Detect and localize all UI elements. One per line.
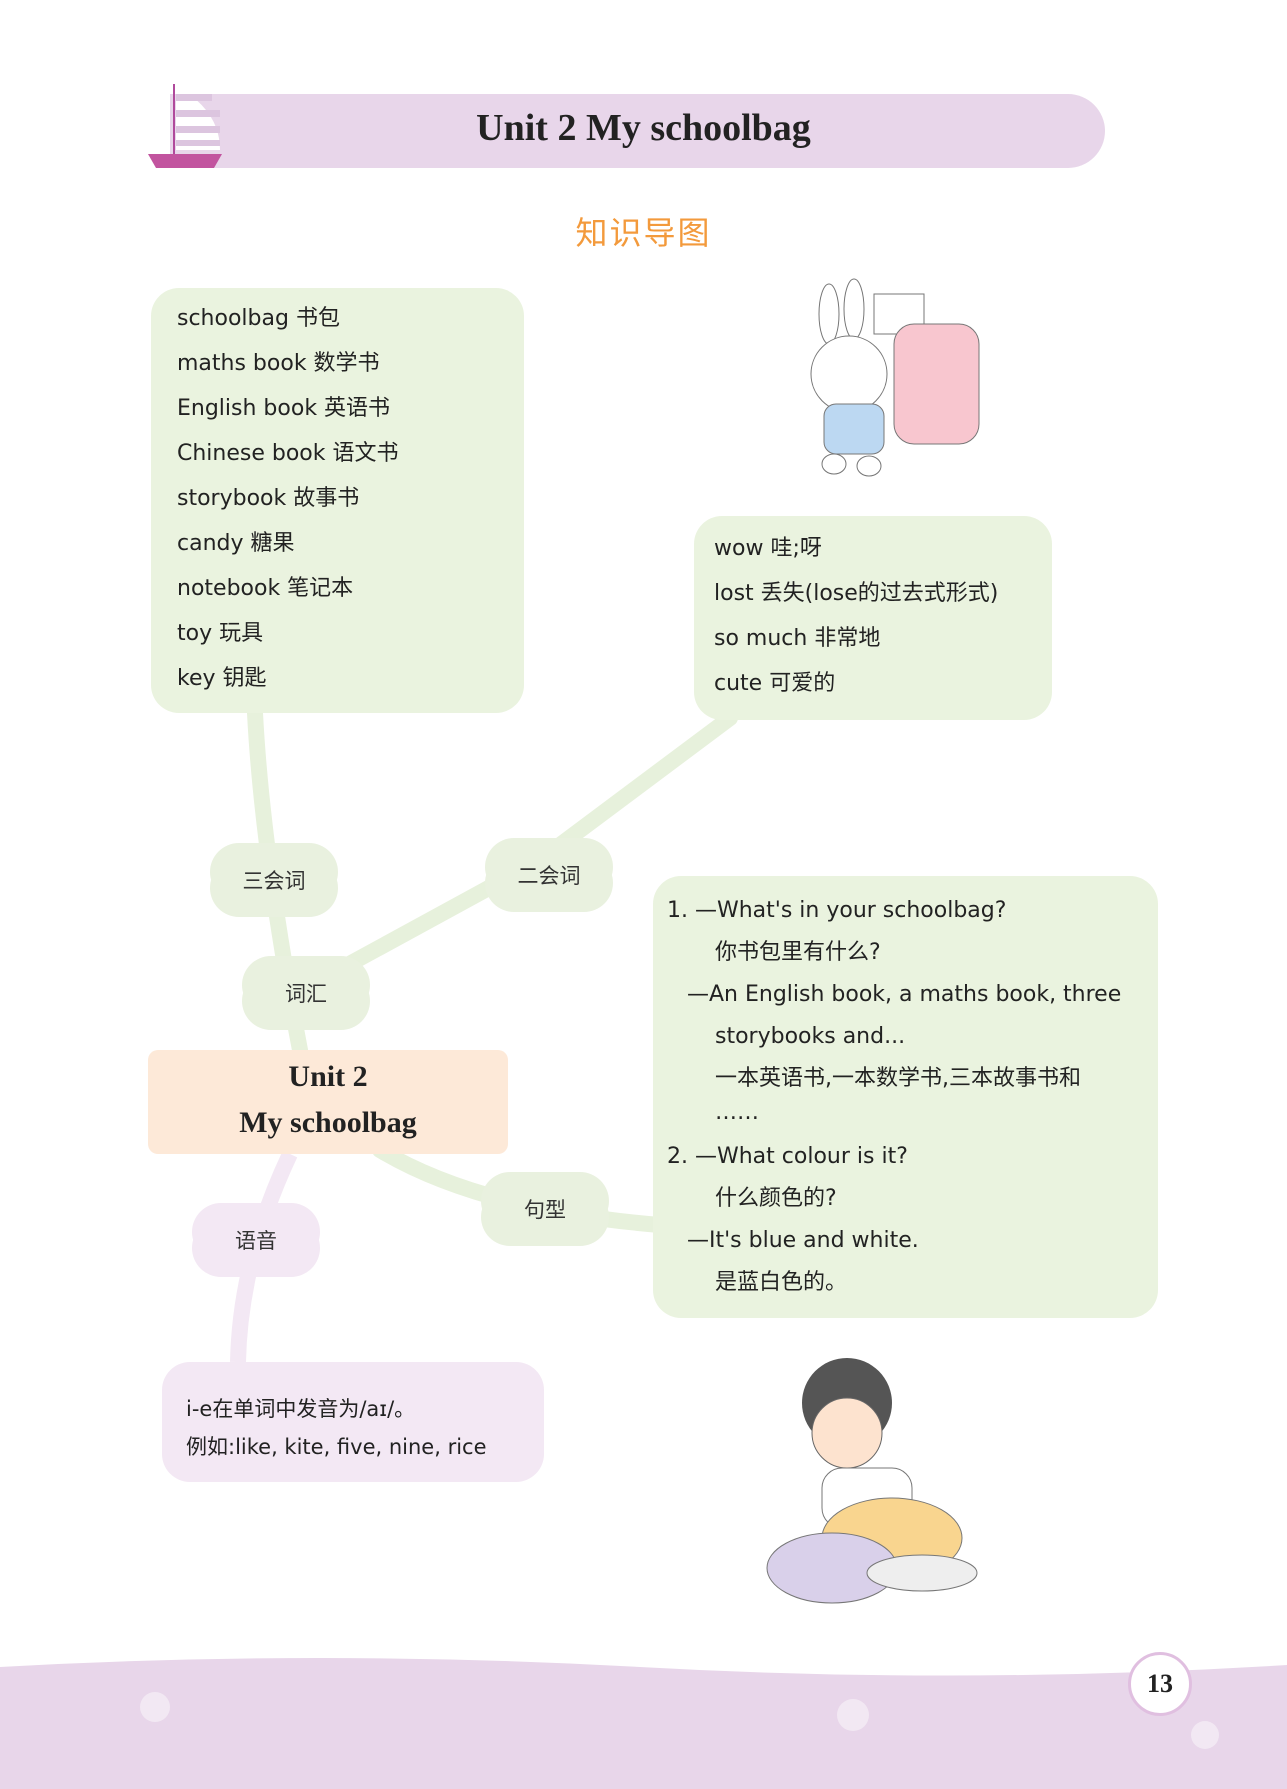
vocab-item: maths book 数学书 bbox=[177, 351, 380, 376]
bottom-wave-decoration bbox=[0, 1658, 1287, 1789]
cloud-label-ci-hui: 词汇 bbox=[250, 958, 362, 1028]
vocab-item: candy 糖果 bbox=[177, 531, 295, 556]
vocab-item: Chinese book 语文书 bbox=[177, 441, 399, 466]
page-number: 13 bbox=[1128, 1652, 1192, 1716]
sentence-line: 是蓝白色的。 bbox=[715, 1270, 848, 1295]
center-title: My schoolbag bbox=[239, 1106, 417, 1139]
vocab-item: storybook 故事书 bbox=[177, 486, 360, 511]
sentence-line: 你书包里有什么? bbox=[715, 940, 881, 965]
center-unit: Unit 2 bbox=[288, 1060, 368, 1093]
vocab-item: so much 非常地 bbox=[714, 626, 881, 651]
sentence-line: 什么颜色的? bbox=[715, 1186, 837, 1211]
center-topic: Unit 2 My schoolbag bbox=[148, 1050, 508, 1154]
vocab-item: English book 英语书 bbox=[177, 396, 391, 421]
cloud-label-san-hui-ci: 三会词 bbox=[218, 845, 330, 915]
vocab-item: schoolbag 书包 bbox=[177, 306, 340, 331]
vocab-item: notebook 笔记本 bbox=[177, 576, 354, 601]
cloud-label-yu-yin: 语音 bbox=[200, 1205, 312, 1275]
sentence-line: …… bbox=[715, 1100, 759, 1125]
cloud-label-er-hui-ci: 二会词 bbox=[493, 840, 605, 910]
sentence-line: 1. —What's in your schoolbag? bbox=[667, 898, 1007, 923]
phonetics-examples: 例如:like, kite, five, nine, rice bbox=[186, 1435, 487, 1459]
vocab-item: cute 可爱的 bbox=[714, 671, 836, 696]
sentence-line: 2. —What colour is it? bbox=[667, 1144, 908, 1169]
boy-packing-schoolbag-illustration bbox=[766, 1358, 978, 1604]
vocab-item: toy 玩具 bbox=[177, 621, 264, 646]
sailboat-icon bbox=[148, 84, 222, 168]
unit-title: Unit 2 My schoolbag bbox=[476, 107, 811, 149]
cloud-label-ju-xing: 句型 bbox=[489, 1174, 601, 1244]
sentence-line: —It's blue and white. bbox=[687, 1228, 919, 1253]
vocab-item: key 钥匙 bbox=[177, 666, 267, 691]
bunny-schoolbag-illustration bbox=[810, 278, 980, 477]
phonetics-rule: i-e在单词中发音为/aɪ/。 bbox=[186, 1397, 416, 1421]
sentence-line: storybooks and... bbox=[715, 1024, 906, 1049]
vocab-box: schoolbag 书包 maths book 数学书 English book… bbox=[151, 288, 524, 713]
phonetics-box: i-e在单词中发音为/aɪ/。 例如:like, kite, five, nin… bbox=[162, 1362, 544, 1482]
extra-vocab-box: wow 哇;呀 lost 丢失(lose的过去式形式) so much 非常地 … bbox=[694, 516, 1052, 720]
unit-banner bbox=[170, 94, 1105, 168]
vocab-item: wow 哇;呀 bbox=[714, 536, 822, 561]
sentence-line: 一本英语书,一本数学书,三本故事书和 bbox=[715, 1066, 1081, 1091]
section-title: 知识导图 bbox=[575, 215, 712, 251]
sentence-patterns-box: 1. —What's in your schoolbag? 你书包里有什么? —… bbox=[653, 876, 1158, 1318]
sentence-line: —An English book, a maths book, three bbox=[687, 982, 1122, 1007]
vocab-item: lost 丢失(lose的过去式形式) bbox=[714, 581, 999, 606]
